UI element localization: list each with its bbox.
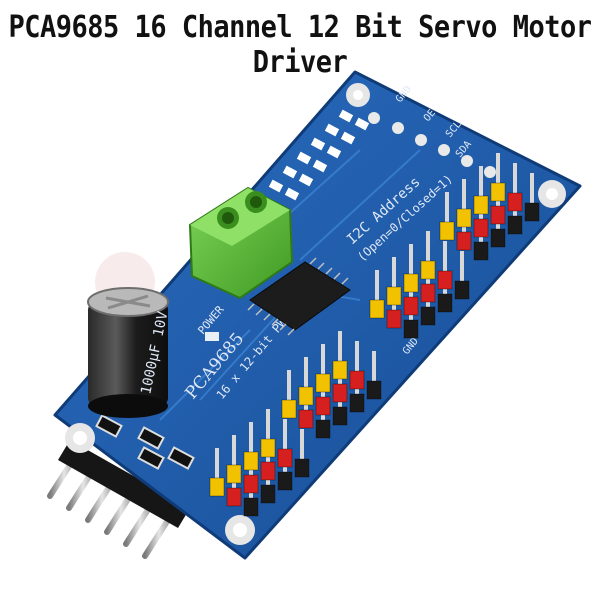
header-housing	[298, 409, 314, 429]
header-housing	[507, 215, 523, 235]
header-housing	[315, 373, 331, 393]
header-pin	[426, 231, 430, 261]
header-housing	[490, 205, 506, 225]
header-pin	[496, 153, 500, 183]
power-led	[205, 332, 219, 341]
header-housing	[349, 393, 365, 413]
header-housing	[243, 474, 259, 494]
servo-headers-lower	[209, 409, 310, 517]
header-housing	[369, 299, 385, 319]
edge-pin-header	[47, 440, 190, 559]
header-pin	[443, 241, 447, 271]
header-pin	[445, 192, 449, 222]
servo-headers-upper	[369, 153, 540, 339]
header-pin	[287, 370, 291, 400]
servo-headers-middle	[281, 331, 382, 439]
header-housing	[456, 208, 472, 228]
header-pin	[321, 344, 325, 374]
header-housing	[473, 195, 489, 215]
power-terminal-block	[188, 186, 294, 300]
header-pin	[355, 341, 359, 371]
header-pin	[462, 179, 466, 209]
header-housing	[386, 286, 402, 306]
header-housing	[473, 241, 489, 261]
header-housing	[420, 283, 436, 303]
header-pin	[409, 244, 413, 274]
header-pin	[530, 173, 534, 203]
header-housing	[507, 192, 523, 212]
header-housing	[226, 464, 242, 484]
header-housing	[294, 458, 310, 478]
header-pin	[232, 435, 236, 465]
header-housing	[437, 293, 453, 313]
header-housing	[209, 477, 225, 497]
header-housing	[403, 273, 419, 293]
header-housing	[315, 396, 331, 416]
header-pin	[215, 448, 219, 478]
smd-components	[95, 414, 195, 470]
product-title: PCA9685 16 Channel 12 Bit Servo Motor Dr…	[8, 10, 592, 80]
header-pin	[372, 351, 376, 381]
mounting-hole	[65, 83, 566, 545]
control-pin-holes	[368, 112, 496, 178]
address-jumper-pads	[268, 109, 370, 201]
header-housing	[366, 380, 382, 400]
header-housing	[298, 386, 314, 406]
header-housing	[226, 487, 242, 507]
header-housing	[349, 370, 365, 390]
header-pin	[249, 422, 253, 452]
header-housing	[260, 484, 276, 504]
header-housing	[315, 419, 331, 439]
header-housing	[439, 221, 455, 241]
header-pin	[460, 251, 464, 281]
header-housing	[277, 448, 293, 468]
header-housing	[524, 202, 540, 222]
header-housing	[243, 497, 259, 517]
header-pin	[300, 429, 304, 459]
header-pin	[392, 257, 396, 287]
header-housing	[403, 296, 419, 316]
header-housing	[437, 270, 453, 290]
header-pin	[479, 166, 483, 196]
header-pin	[375, 270, 379, 300]
header-housing	[456, 231, 472, 251]
header-housing	[281, 399, 297, 419]
pca9685-chip	[247, 257, 351, 336]
product-photo: electric	[47, 70, 582, 560]
header-housing	[473, 218, 489, 238]
header-housing	[243, 451, 259, 471]
header-housing	[332, 406, 348, 426]
header-housing	[490, 228, 506, 248]
header-housing	[332, 360, 348, 380]
header-housing	[260, 438, 276, 458]
header-pin	[338, 331, 342, 361]
header-housing	[490, 182, 506, 202]
header-housing	[420, 260, 436, 280]
header-pin	[283, 419, 287, 449]
header-housing	[260, 461, 276, 481]
header-pin	[304, 357, 308, 387]
header-pin	[266, 409, 270, 439]
header-housing	[403, 319, 419, 339]
header-housing	[420, 306, 436, 326]
header-housing	[386, 309, 402, 329]
electrolytic-capacitor: 1000µF 10V	[87, 287, 172, 418]
header-housing	[332, 383, 348, 403]
header-housing	[454, 280, 470, 300]
header-housing	[277, 471, 293, 491]
header-pin	[513, 163, 517, 193]
